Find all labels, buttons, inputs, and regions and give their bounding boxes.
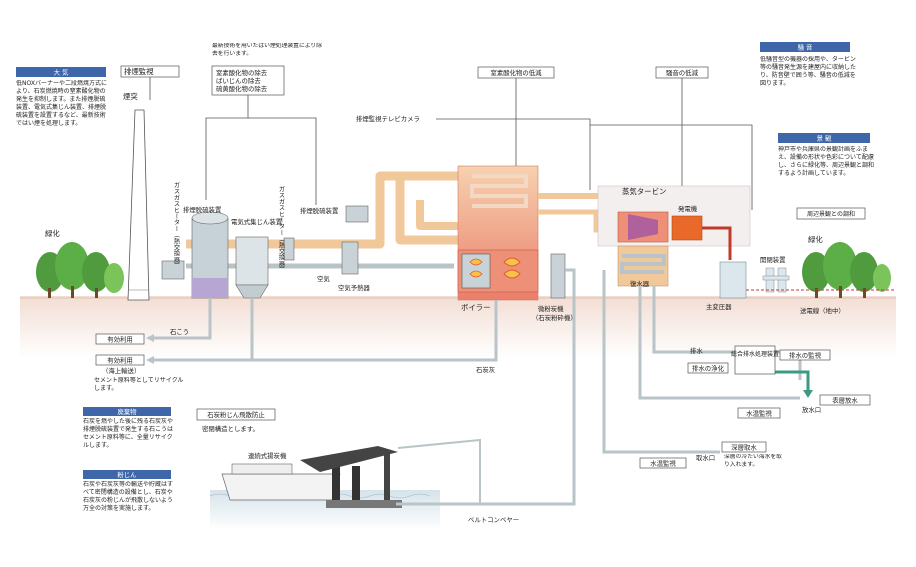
steam-turbine-label: 蒸気タービン: [622, 187, 666, 196]
unloader: [300, 446, 402, 508]
noise-panel: 騒 音 低騒音型の機器の採用や、タービン等の騒音発生源を建屋内に収納したり、防音…: [760, 42, 856, 87]
drain-clean-label: 排水の浄化: [692, 364, 725, 373]
condenser-label: 復水器: [630, 279, 650, 288]
dust-panel-title: 粉じん: [117, 470, 137, 479]
boiler: [457, 165, 539, 301]
waste-panel-body: 石炭を燃やした後に残る石炭灰や排煙脱硫装置で発生する石こうはセメント原料等に、全…: [83, 418, 174, 449]
generator: [671, 215, 703, 241]
electrostatic-precipitator: [235, 236, 269, 299]
water-temp-a-label: 水温監視: [746, 409, 772, 418]
nox-note: 最新技術を用いたばい煙処理装置により除去を行います。: [212, 43, 323, 57]
greenery-right-label: 緑化: [808, 235, 823, 244]
sox-removal: 硫黄酸化物の除去: [216, 84, 268, 93]
discharge-port-label: 放水口: [802, 405, 821, 414]
effective-use-a: 有効利用: [107, 335, 133, 344]
dust-removal: ばいじんの除去: [216, 76, 261, 85]
water-temp-b-label: 水温監視: [650, 459, 676, 468]
waste-panel-title: 廃棄物: [117, 407, 137, 416]
tree-group-right: [802, 242, 891, 298]
air-panel-body: 低NOXバーナーや二段燃焼方式により、石炭燃焼時の窒素酸化物の発生を抑制します。…: [16, 80, 107, 127]
transmission-label: 送電線（地中）: [800, 306, 845, 315]
gas-heater-b-label: ガスガスヒーター（熱交換器）: [278, 185, 285, 272]
chimney-label: 煙突: [123, 92, 138, 101]
sea-transport: （海上輸送）: [102, 366, 140, 375]
nox-reduction-label: 窒素酸化物の低減: [490, 68, 542, 77]
noise-panel-title: 騒 音: [798, 43, 813, 52]
dust-panel: 粉じん 石炭や石炭灰等の輸送や貯蔵はすべて密閉構造の設備とし、石炭や石炭灰の粉じ…: [83, 470, 174, 512]
coal-ship: [221, 463, 341, 501]
switchgear-label: 開閉装置: [760, 255, 786, 264]
landscape-panel: 景 観 神戸市や兵庫県の景観計画をふまえ、設備の形状や色彩について配慮し、さらに…: [778, 133, 875, 177]
coal-dust-note: 密閉構造とします。: [202, 424, 259, 433]
unloader-label: 連続式揚炭機: [248, 451, 287, 460]
drain-monitor-label: 排水の監視: [789, 351, 822, 360]
landscape-panel-body: 神戸市や兵庫県の景観計画をふまえ、設備の形状や色彩について配慮し、さらに緑化等、…: [778, 146, 875, 177]
deep-intake-label: 深層取水: [731, 443, 757, 452]
desulf-b-label: 排煙脱硫装置: [300, 206, 339, 215]
greenery-left-label: 緑化: [45, 229, 60, 238]
gas-heater-a-label: ガスガスヒーター（熱交換器）: [173, 181, 180, 268]
chimney: [127, 109, 150, 301]
harmony-box: 周辺景観との調和: [807, 210, 855, 218]
coal-dust-box: 石炭粉じん飛散防止: [207, 410, 265, 419]
generator-label: 発電機: [678, 204, 698, 213]
wastewater-plant-label: 総合排水処理装置: [731, 350, 779, 358]
air-panel-title: 大 気: [54, 68, 69, 77]
tree-group-left: [36, 242, 124, 298]
exhaust-monitor-label: 排煙監視: [124, 67, 154, 76]
transformer-label: 主変圧器: [706, 302, 732, 311]
waste-panel: 廃棄物 石炭を燃やした後に残る石炭灰や排煙脱硫装置で発生する石こうはセメント原料…: [83, 407, 174, 449]
intake-note: 深層の冷たい海水を取り入れます。: [724, 454, 782, 468]
camera-label: 排煙監視テレビカメラ: [356, 114, 420, 123]
mill-sub-label: （石炭粉砕機）: [532, 313, 577, 322]
mill-label: 微粉炭機: [538, 304, 564, 313]
landscape-panel-title: 景 観: [817, 134, 832, 143]
effective-use-b: 有効利用: [107, 356, 133, 365]
steam-turbine: [617, 211, 669, 243]
drainage-label: 排水: [690, 346, 703, 355]
noise-reduction-label: 騒音の低減: [666, 68, 699, 77]
dust-panel-body: 石炭や石炭灰等の輸送や貯蔵はすべて密閉構造の設備とし、石炭や石炭灰の粉じんが飛散…: [83, 481, 174, 512]
boiler-label: ボイラー: [461, 303, 491, 312]
cement-note: セメント原料等としてリサイクルします。: [94, 377, 184, 392]
air-label: 空気: [317, 274, 330, 283]
air-preheater-label: 空気予熱器: [338, 283, 371, 292]
surface-discharge-label: 表層放水: [832, 396, 858, 405]
gypsum-label: 石こう: [170, 328, 189, 336]
desulfurization-tower: [191, 211, 229, 299]
air-panel: 大 気 低NOXバーナーや二段燃焼方式により、石炭燃焼時の窒素酸化物の発生を抑制…: [16, 67, 107, 127]
switchgear: [762, 267, 790, 293]
intake-port-label: 取水口: [696, 453, 715, 462]
noise-panel-body: 低騒音型の機器の採用や、タービン等の騒音発生源を建屋内に収納したり、防音壁で囲う…: [760, 56, 856, 87]
coal-ash-label: 石炭灰: [476, 365, 496, 374]
belt-conveyor-label: ベルトコンベヤー: [468, 516, 519, 524]
esp-label: 電気式集じん装置: [231, 217, 283, 226]
desulf-a-label: 排煙脱硫装置: [183, 205, 222, 214]
condenser: [617, 245, 669, 287]
nox-removal: 窒素酸化物の除去: [216, 68, 268, 77]
